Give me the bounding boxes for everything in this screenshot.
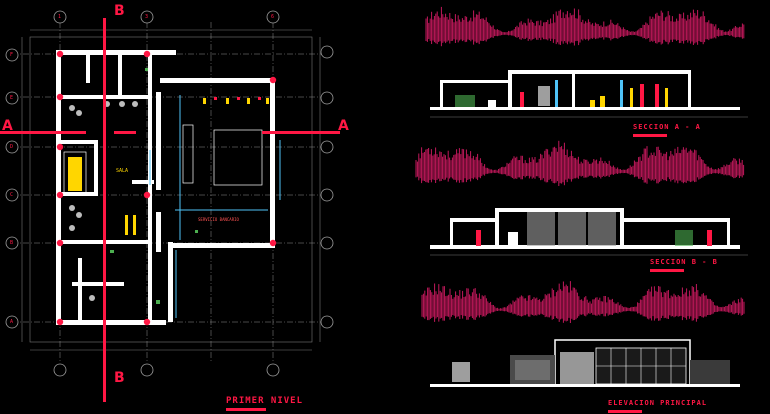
grid-letter-d: D	[10, 144, 14, 150]
section-cut-lines	[0, 18, 340, 402]
section-b-b	[415, 140, 748, 256]
grid-letter-b: B	[10, 240, 14, 246]
grid-number-6: 6	[271, 14, 275, 20]
grid-number-1: 1	[58, 14, 62, 20]
floor-plan	[0, 10, 340, 402]
grid-letter-c: C	[10, 192, 14, 198]
section-b-underline	[650, 269, 684, 272]
grid-letter-e: E	[10, 95, 14, 101]
tree-silhouette-b	[415, 140, 745, 186]
principal-elevation	[421, 281, 745, 387]
section-a-underline	[633, 134, 667, 137]
tree-silhouette-a	[425, 6, 745, 47]
room-label-banking: SERVICIO BANCARIO	[198, 217, 239, 222]
section-a-a	[425, 6, 748, 118]
plan-title: PRIMER NIVEL	[226, 396, 304, 406]
plan-title-underline	[226, 408, 266, 411]
section-a-title: SECCION A - A	[633, 123, 701, 131]
room-label-sala: SALA	[116, 168, 129, 174]
elevation-facade	[430, 339, 740, 387]
grid-bubbles	[5, 10, 334, 377]
office-chairs	[69, 101, 138, 301]
section-a-details	[555, 80, 623, 107]
dimension-frame	[21, 29, 321, 351]
plan-green-items	[110, 68, 198, 304]
meeting-table	[63, 151, 87, 195]
grid-letter-f: F	[10, 52, 14, 58]
plan-walls	[56, 50, 275, 325]
section-b-glazing	[476, 212, 712, 246]
grid-number-3: 3	[145, 14, 149, 20]
elevation-title: ELEVACION PRINCIPAL	[608, 399, 708, 407]
grid-letter-a: A	[10, 319, 14, 325]
plan-windows	[149, 95, 281, 318]
section-b-structure	[430, 208, 740, 249]
cut-a-label-left: A	[2, 118, 13, 134]
cut-b-label-bottom: B	[114, 370, 125, 386]
section-b-title: SECCION B - B	[650, 258, 718, 266]
elevation-underline	[608, 410, 642, 413]
section-a-furniture	[455, 84, 668, 107]
tree-silhouette-c	[421, 281, 745, 323]
column-markers	[56, 50, 277, 326]
section-a-structure	[430, 70, 740, 110]
cut-b-label-top: B	[114, 3, 125, 19]
banking-furniture	[125, 97, 269, 235]
cut-a-label-right: A	[338, 118, 349, 134]
